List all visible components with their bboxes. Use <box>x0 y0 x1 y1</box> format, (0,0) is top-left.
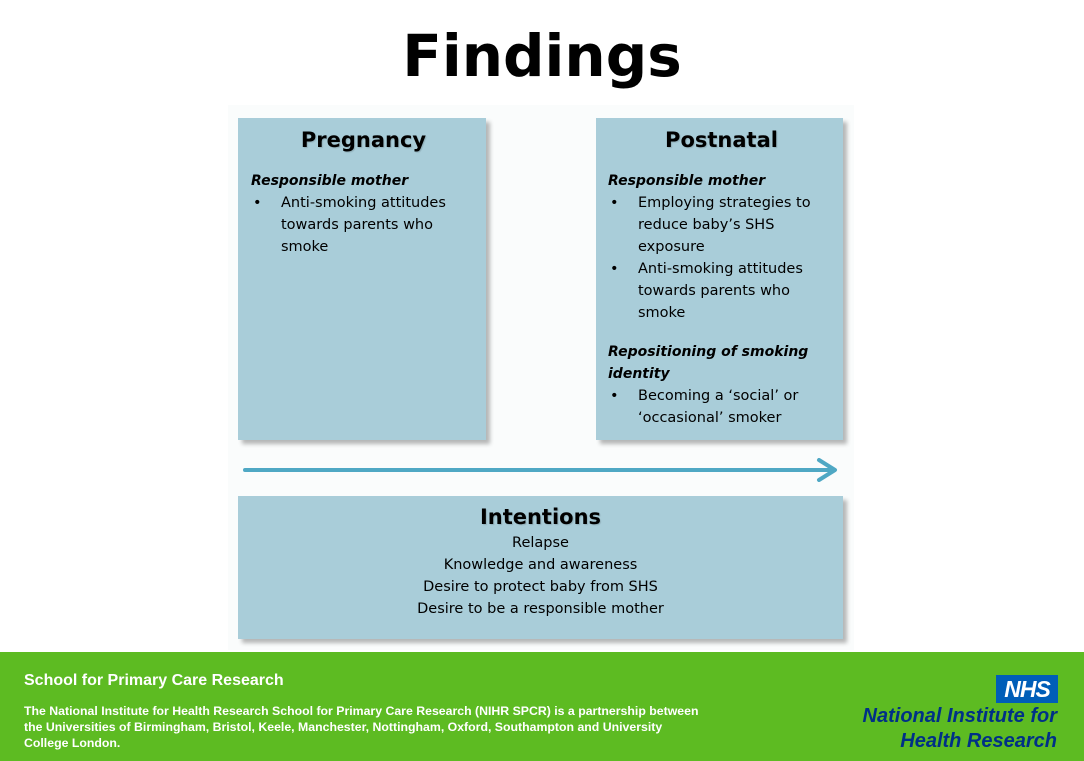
right-arrow-icon <box>243 458 837 482</box>
footer-banner: School for Primary Care Research The Nat… <box>0 652 1084 761</box>
pregnancy-section-title: Responsible mother <box>251 173 409 189</box>
list-item: Relapse <box>512 535 569 551</box>
list-item: Knowledge and awareness <box>443 557 638 573</box>
list-item-text: Employing strategies to reduce baby’s SH… <box>638 195 811 255</box>
bullet-icon: • <box>610 195 619 211</box>
list-item: Desire to protect baby from SHS <box>423 579 658 595</box>
postnatal-section1-title: Responsible mother <box>608 173 766 189</box>
postnatal-box: Postnatal Responsible mother • Employing … <box>596 118 843 440</box>
pregnancy-heading: Pregnancy <box>300 128 427 152</box>
slide-title: Findings <box>402 22 682 90</box>
org-name-line2: Health Research <box>900 730 1057 752</box>
pregnancy-box: Pregnancy Responsible mother • Anti-smoki… <box>238 118 486 440</box>
postnatal-list-1: • Employing strategies to reduce baby’s S… <box>608 192 835 324</box>
intentions-list: Relapse Knowledge and awareness Desire t… <box>238 532 843 620</box>
postnatal-heading: Postnatal <box>665 128 778 152</box>
bullet-icon: • <box>610 261 619 277</box>
list-item-text: Anti-smoking attitudes towards parents w… <box>638 261 803 321</box>
list-item: • Becoming a ‘social’ or ‘occasional’ smo… <box>608 385 835 429</box>
nhs-logo-icon: NHS <box>996 675 1058 703</box>
list-item: • Anti-smoking attitudes towards parents … <box>608 258 835 324</box>
footer-title: School for Primary Care Research <box>24 672 284 689</box>
org-name-line1: National Institute for <box>862 705 1057 727</box>
list-item: • Employing strategies to reduce baby’s S… <box>608 192 835 258</box>
bullet-icon: • <box>610 388 619 404</box>
postnatal-list-2: • Becoming a ‘social’ or ‘occasional’ smo… <box>608 385 835 429</box>
intentions-box: Intentions Relapse Knowledge and awarene… <box>238 496 843 639</box>
list-item: Desire to be a responsible mother <box>417 601 664 617</box>
footer-text: The National Institute for Health Resear… <box>24 704 699 750</box>
list-item: • Anti-smoking attitudes towards parents … <box>251 192 476 258</box>
postnatal-section2-title: Repositioning of smoking identity <box>608 344 809 382</box>
intentions-heading: Intentions <box>479 505 602 529</box>
list-item-text: Anti-smoking attitudes towards parents w… <box>281 195 446 255</box>
bullet-icon: • <box>253 195 262 211</box>
pregnancy-list: • Anti-smoking attitudes towards parents … <box>251 192 476 258</box>
list-item-text: Becoming a ‘social’ or ‘occasional’ smok… <box>638 388 799 426</box>
